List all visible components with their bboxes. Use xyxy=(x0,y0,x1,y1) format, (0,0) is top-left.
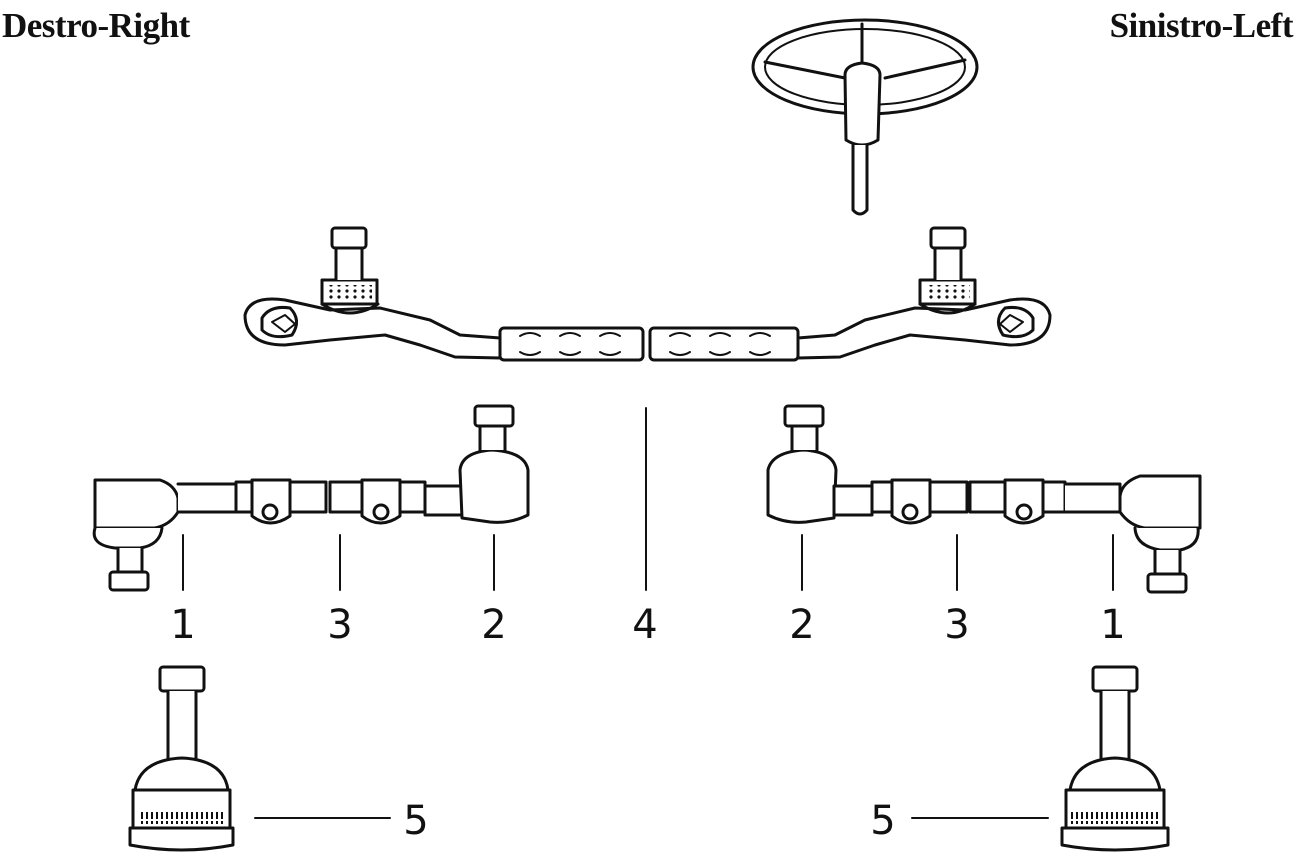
callout-1-left: 1 xyxy=(1100,602,1125,648)
callout-1-right: 1 xyxy=(170,602,195,648)
callout-3-left: 3 xyxy=(944,602,969,648)
leader-lines xyxy=(182,407,1114,819)
center-drag-link xyxy=(243,226,1052,362)
callout-4-center: 4 xyxy=(632,602,657,648)
callout-2-left: 2 xyxy=(789,602,814,648)
callout-5-right: 5 xyxy=(403,798,428,844)
right-tie-rod-assembly xyxy=(92,404,530,592)
right-ball-joint xyxy=(128,665,235,852)
callout-2-right: 2 xyxy=(481,602,506,648)
left-tie-rod-assembly xyxy=(766,404,1202,594)
callout-3-right: 3 xyxy=(327,602,352,648)
title-destro-right: Destro-Right xyxy=(2,6,190,45)
steering-wheel-icon xyxy=(751,18,979,216)
left-ball-joint xyxy=(1060,665,1170,852)
title-sinistro-left: Sinistro-Left xyxy=(1109,6,1294,45)
callout-5-left: 5 xyxy=(870,798,895,844)
